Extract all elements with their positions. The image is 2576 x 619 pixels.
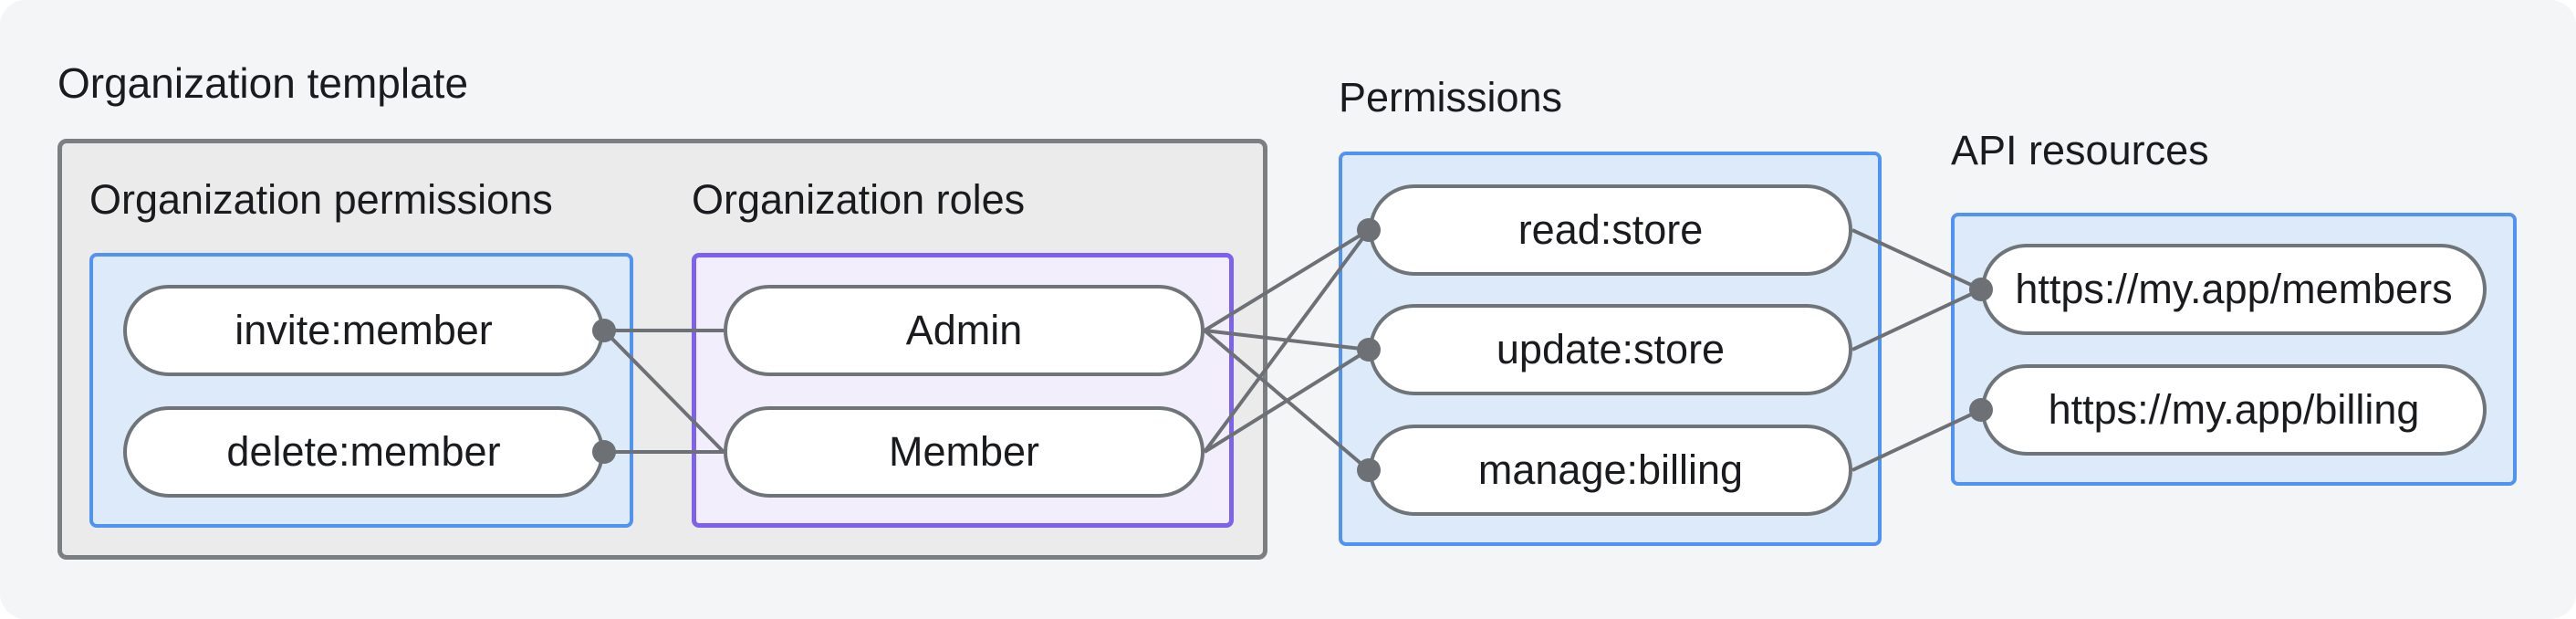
node-api-members: https://my.app/members <box>1981 244 2487 335</box>
permissions-label: Permissions <box>1339 74 1563 121</box>
node-member: Member <box>724 406 1205 498</box>
node-invite-member: invite:member <box>123 285 604 376</box>
node-admin: Admin <box>724 285 1205 376</box>
node-update-store: update:store <box>1369 304 1852 395</box>
node-api-billing: https://my.app/billing <box>1981 364 2487 456</box>
node-read-store: read:store <box>1369 184 1852 276</box>
organization-permissions-label: Organization permissions <box>89 176 553 223</box>
node-delete-member: delete:member <box>123 406 604 498</box>
organization-roles-label: Organization roles <box>692 176 1026 223</box>
node-manage-billing: manage:billing <box>1369 425 1852 516</box>
diagram-title: Organization template <box>57 59 469 107</box>
api-resources-label: API resources <box>1951 127 2209 173</box>
